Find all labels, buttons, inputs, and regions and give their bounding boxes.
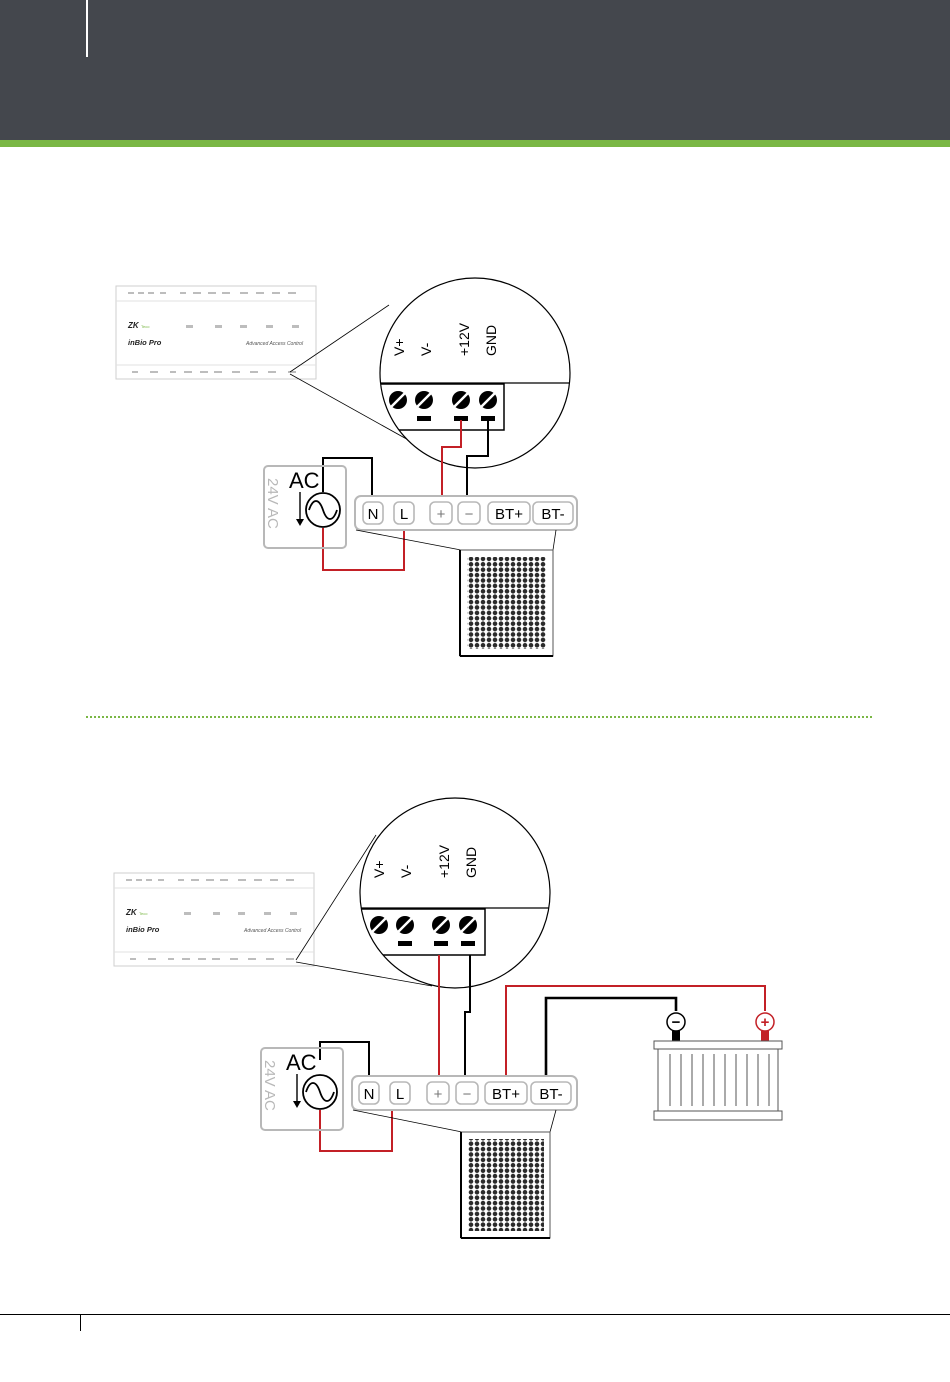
zoom-label-vplus: V+	[391, 338, 407, 356]
battery-neg-label: −	[672, 1014, 681, 1031]
power-supply-unit	[353, 1110, 556, 1238]
battery-icon	[654, 1041, 782, 1120]
zoom-label-vplus: V+	[371, 860, 387, 878]
device-model: inBio Pro	[128, 338, 162, 347]
controller-board: ZK Teco inBio Pro Advanced Access Contro…	[116, 286, 316, 379]
device-tagline: Advanced Access Control	[243, 928, 302, 934]
ac-label: AC	[289, 468, 320, 493]
arrow-down-icon	[293, 1074, 301, 1108]
ac-rating: 24V AC	[261, 1060, 278, 1111]
section-divider	[86, 716, 872, 718]
ac-rating: 24V AC	[264, 478, 281, 529]
psu-grille-icon	[467, 557, 546, 649]
wiring-diagram-with-battery: ZK Teco inBio Pro Advanced Access Contro…	[0, 790, 950, 1250]
header-accent-line	[86, 0, 88, 57]
page-header	[0, 0, 950, 140]
psu-terminal-n: N	[368, 506, 379, 523]
wire-bt-minus-black	[546, 998, 676, 1080]
ac-power-source: AC 24V AC	[261, 1048, 343, 1130]
psu-terminal-minus: −	[465, 506, 474, 523]
zoom-label-12v: +12V	[436, 844, 452, 878]
wire-ac-line	[320, 1104, 392, 1151]
zoom-label-vminus: V-	[418, 342, 434, 356]
battery-pos-label: +	[761, 1014, 770, 1031]
psu-terminal-block: N L + − BT+ BT-	[355, 496, 577, 530]
device-brand-suffix: Teco	[139, 911, 148, 916]
psu-terminal-bt-minus: BT-	[539, 1086, 562, 1103]
device-brand: ZK	[127, 321, 140, 330]
psu-grille-icon	[468, 1139, 544, 1231]
device-tagline: Advanced Access Control	[245, 341, 304, 347]
zoom-label-vminus: V-	[398, 864, 414, 878]
psu-terminal-minus: −	[463, 1086, 472, 1103]
arrow-down-icon	[296, 492, 304, 526]
controller-board: ZK Teco inBio Pro Advanced Access Contro…	[114, 873, 314, 966]
psu-terminal-bt-minus: BT-	[541, 506, 564, 523]
header-green-band	[0, 140, 950, 147]
zoom-label-gnd: GND	[463, 847, 479, 878]
backup-battery: − +	[654, 1013, 782, 1120]
psu-terminal-bt-plus: BT+	[492, 1086, 520, 1103]
zoom-label-12v: +12V	[456, 322, 472, 356]
psu-terminal-bt-plus: BT+	[495, 506, 523, 523]
device-brand-suffix: Teco	[141, 324, 150, 329]
footer-tick	[80, 1314, 81, 1331]
terminal-zoom-view: V+ V- +12V GND	[355, 798, 555, 988]
psu-terminal-n: N	[364, 1086, 375, 1103]
ac-label: AC	[286, 1050, 317, 1075]
zoom-label-gnd: GND	[483, 325, 499, 356]
device-model: inBio Pro	[126, 925, 160, 934]
power-supply-unit	[356, 530, 556, 656]
footer-rule	[0, 1314, 950, 1315]
psu-terminal-l: L	[400, 506, 408, 523]
psu-terminal-block: N L + − BT+ BT-	[352, 1076, 577, 1110]
psu-terminal-plus: +	[434, 1086, 443, 1103]
device-brand: ZK	[125, 908, 138, 917]
terminal-zoom-view: V+ V- +12V GND	[375, 278, 575, 468]
wiring-diagram-without-battery: ZK Teco inBio Pro Advanced Access Contro…	[0, 270, 950, 670]
wire-ac-neutral	[323, 458, 372, 499]
ac-power-source: AC 24V AC	[264, 466, 346, 548]
psu-terminal-plus: +	[437, 506, 446, 523]
psu-terminal-l: L	[396, 1086, 404, 1103]
